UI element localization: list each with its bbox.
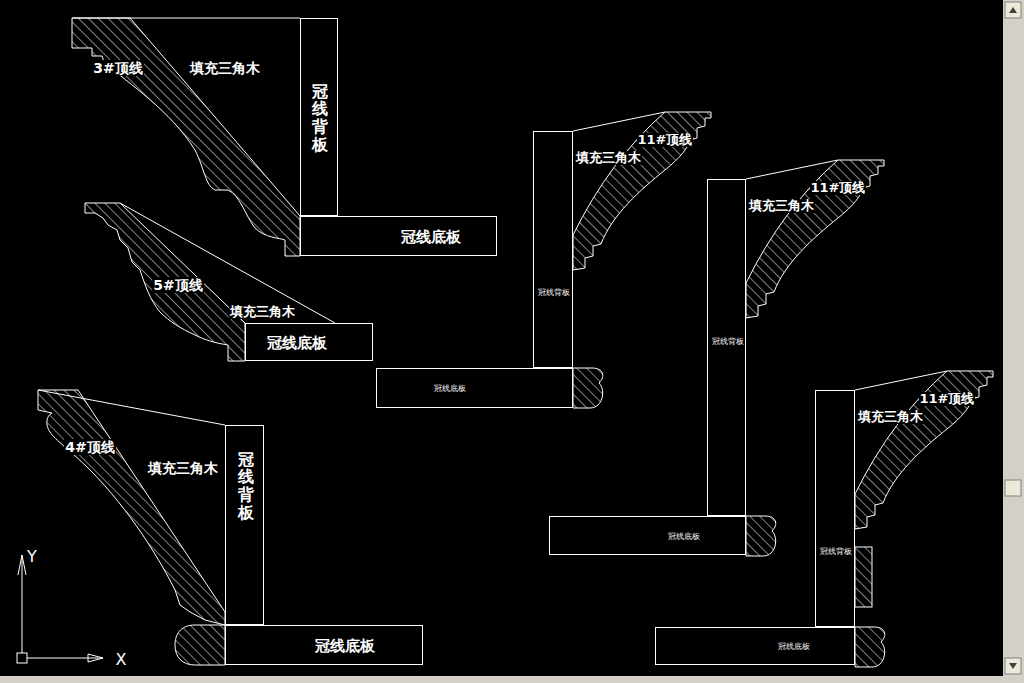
base-board: 冠线底板: [300, 216, 497, 256]
scroll-button: [1005, 658, 1021, 674]
part-name: 冠线底板: [267, 334, 327, 352]
scroll-arrow: [1009, 663, 1017, 669]
vertical-part-name: 冠线背板: [238, 451, 254, 521]
part-name: 冠线底板: [315, 637, 375, 655]
part-label: 填充三角木: [147, 460, 219, 476]
part-label: 11#顶线: [919, 392, 976, 407]
vertical-part-name: 冠线背板: [312, 83, 328, 153]
part-label: 填充三角木: [189, 60, 261, 76]
axis-label: Y: [26, 548, 38, 566]
back-board: 冠线背板: [707, 179, 746, 516]
scroll-arrow: [1009, 7, 1017, 13]
part-name: 冠线底板: [668, 532, 700, 542]
part-name: 冠线底板: [778, 642, 810, 652]
part-name: 冠线背板: [538, 288, 570, 298]
base-board: 冠线底板: [376, 368, 573, 408]
status-strip: [0, 676, 1003, 683]
part-label: 填充三角木: [575, 151, 642, 166]
axis-label: X: [115, 651, 128, 669]
crown-molding: [855, 371, 993, 667]
base-board: 冠线底板: [225, 625, 423, 665]
crown-molding: [573, 112, 711, 408]
back-board: 冠线背板: [225, 425, 264, 625]
part-label: 11#顶线: [810, 181, 867, 196]
base-board: 冠线底板: [549, 516, 746, 555]
part-label: 5#顶线: [152, 277, 203, 293]
part-label: 填充三角木: [857, 410, 924, 425]
part-name: 冠线背板: [820, 547, 852, 557]
crown-molding: [85, 203, 335, 361]
base-board: 冠线底板: [655, 627, 855, 665]
part-label: 填充三角木: [748, 199, 815, 214]
part-label: 11#顶线: [637, 133, 694, 148]
scroll-button: [1005, 2, 1021, 18]
crown-molding: [38, 390, 225, 665]
part-label: 填充三角木: [229, 305, 296, 320]
part-name: 冠线底板: [434, 384, 466, 394]
back-board: 冠线背板: [533, 131, 573, 368]
axis-icon: [17, 555, 103, 663]
canvas-ground: [0, 0, 1003, 676]
part-name: 冠线底板: [401, 228, 461, 246]
back-board: 冠线背板: [300, 18, 338, 216]
part-name: 冠线背板: [712, 337, 744, 347]
scrollbar: [1003, 0, 1024, 683]
part-label: 4#顶线: [64, 439, 115, 455]
part-label: 3#顶线: [92, 60, 143, 76]
base-board: 冠线底板: [245, 323, 373, 361]
scroll-thumb: [1005, 480, 1021, 496]
back-board: 冠线背板: [815, 390, 855, 627]
crown-molding: [746, 160, 884, 318]
crown-molding: [746, 516, 776, 556]
hatched-strip: [855, 547, 872, 607]
